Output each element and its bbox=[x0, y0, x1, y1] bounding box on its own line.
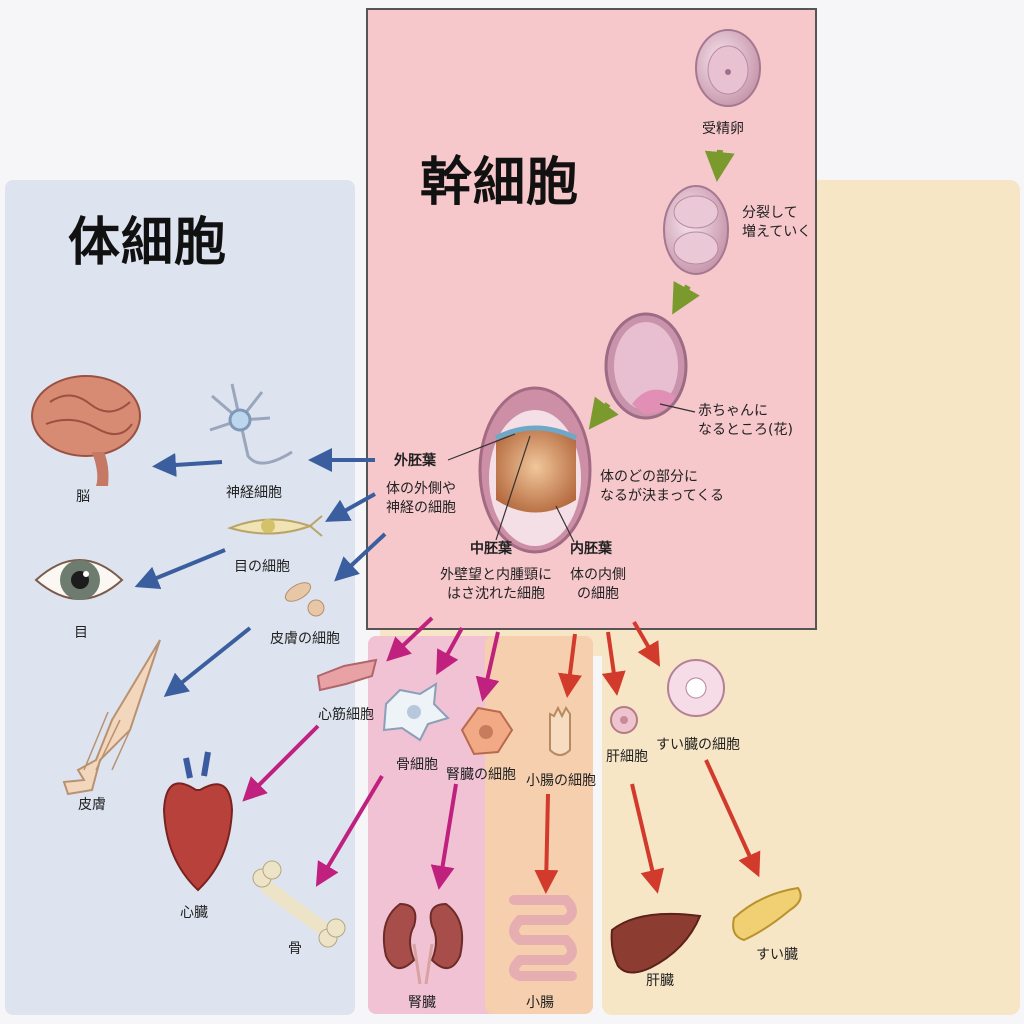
bone-cell-icon bbox=[382, 682, 450, 742]
skin-label: 皮膚 bbox=[78, 797, 106, 813]
fate-label-line-1: 体のどの部分に bbox=[600, 469, 698, 485]
arrow-ecto-eye bbox=[325, 492, 376, 522]
small-intestine-icon bbox=[509, 895, 577, 981]
fate-label: 体のどの部分に なるが決まってくる bbox=[600, 468, 724, 506]
stage-arrow-3 bbox=[588, 396, 619, 430]
heart-cell-label: 心筋細胞 bbox=[318, 707, 374, 723]
fate-label-line-2: なるが決まってくる bbox=[600, 487, 725, 504]
division-label-line-1: 分裂して bbox=[742, 205, 798, 221]
endoderm-desc-line-2: の細胞 bbox=[577, 585, 619, 602]
arrow-bonecell-bone bbox=[315, 774, 384, 887]
liver-cell-label: 肝細胞 bbox=[606, 749, 648, 765]
skin-cell-label: 皮膚の細胞 bbox=[270, 631, 340, 647]
skin-cell-icon bbox=[284, 582, 325, 617]
arrow-ecto-skin bbox=[334, 532, 387, 582]
endoderm-desc: 体の内側 の細胞 bbox=[570, 566, 626, 604]
bone-label: 骨 bbox=[288, 941, 302, 957]
heart-muscle-cell-icon bbox=[316, 658, 378, 692]
arrow-pancreascell-pancreas bbox=[704, 759, 761, 878]
endoderm-pointer bbox=[555, 505, 575, 543]
arrow-eyecell-eye bbox=[134, 548, 226, 590]
arrow-meso-bone bbox=[436, 627, 464, 676]
baby-label: 赤ちゃんに なるところ(花) bbox=[698, 402, 793, 440]
arrow-meso-kidney bbox=[475, 631, 500, 702]
endoderm-name: 内胚葉 bbox=[570, 541, 612, 557]
eye-label: 目 bbox=[74, 625, 88, 641]
ectoderm-name: 外胚葉 bbox=[394, 453, 436, 469]
pancreas-cell-label: すい臓の細胞 bbox=[656, 737, 740, 753]
arrow-meso-heart bbox=[386, 616, 434, 662]
heart-label: 心臓 bbox=[180, 905, 208, 921]
kidney-icon bbox=[382, 902, 464, 985]
zygote-label: 受精卵 bbox=[702, 121, 744, 137]
ectoderm-pointer bbox=[447, 433, 516, 461]
intestine-label: 小腸 bbox=[526, 995, 554, 1011]
arrow-endo-intestine bbox=[558, 633, 582, 698]
stem-cell-panel bbox=[366, 8, 817, 630]
mesoderm-name: 中胚葉 bbox=[470, 541, 512, 557]
kidney-cell-icon bbox=[460, 706, 514, 756]
two-cell-embryo-icon bbox=[663, 185, 729, 275]
nerve-cell-label: 神経細胞 bbox=[226, 485, 282, 501]
ectoderm-desc: 体の外側や 神経の細胞 bbox=[386, 480, 456, 518]
pancreas-icon bbox=[732, 886, 802, 942]
blastocyst-icon bbox=[604, 312, 688, 420]
bone-icon bbox=[252, 860, 346, 948]
somatic-cell-title: 体細胞 bbox=[68, 213, 228, 273]
eye-icon bbox=[34, 559, 124, 600]
stage-arrow-1 bbox=[704, 149, 735, 182]
arrow-endo-pancreas bbox=[632, 620, 661, 667]
ectoderm-desc-line-1: 体の外側や bbox=[386, 481, 456, 497]
kidney-cell-label: 腎臓の細胞 bbox=[446, 767, 516, 783]
baby-label-line-2: なるところ(花) bbox=[698, 421, 793, 438]
division-label: 分裂して 増えていく bbox=[742, 204, 811, 242]
arrow-endo-liver bbox=[601, 631, 626, 696]
eye-cell-icon bbox=[226, 515, 323, 537]
gastrula-icon bbox=[478, 386, 592, 554]
hand-icon bbox=[62, 639, 161, 796]
brain-label: 脳 bbox=[76, 489, 90, 505]
mesoderm-desc-line-1: 外壁望と内腫頸に bbox=[440, 567, 552, 583]
bone-cell-label: 骨細胞 bbox=[396, 757, 438, 773]
ectoderm-desc-line-2: 神経の細胞 bbox=[386, 499, 456, 516]
intestine-cell-label: 小腸の細胞 bbox=[526, 773, 596, 789]
mesoderm-pointer bbox=[495, 435, 531, 541]
liver-icon bbox=[610, 912, 702, 974]
stem-cell-title: 幹細胞 bbox=[420, 153, 580, 213]
heart-icon bbox=[162, 751, 234, 892]
arrow-intestinecell-intestine bbox=[534, 793, 559, 894]
baby-pointer bbox=[659, 403, 696, 413]
eye-cell-label: 目の細胞 bbox=[234, 559, 290, 575]
division-label-line-2: 増えていく bbox=[742, 223, 812, 240]
intestine-cell-icon bbox=[549, 705, 571, 756]
nerve-cell-icon bbox=[209, 383, 293, 465]
zygote-icon bbox=[695, 29, 761, 107]
liver-label: 肝臓 bbox=[646, 973, 674, 989]
mesoderm-desc: 外壁望と内腫頸に はさ沈れた細胞 bbox=[440, 566, 552, 604]
mesoderm-desc-line-2: はさ沈れた細胞 bbox=[447, 585, 545, 602]
brain-icon bbox=[31, 375, 141, 486]
arrow-livercell-liver bbox=[630, 783, 665, 894]
liver-cell-icon bbox=[610, 706, 638, 734]
stage-arrow-2 bbox=[672, 280, 700, 315]
arrow-skincell-skin bbox=[163, 626, 252, 697]
arrow-heartcell-heart bbox=[242, 724, 320, 802]
pancreas-cell-icon bbox=[667, 659, 725, 717]
kidney-label: 腎臓 bbox=[408, 995, 436, 1011]
arrow-kidneycell-kidney bbox=[430, 783, 458, 890]
pancreas-label: すい臓 bbox=[756, 947, 798, 963]
arrow-nerve-brain bbox=[152, 452, 223, 477]
endoderm-desc-line-1: 体の内側 bbox=[570, 567, 626, 583]
baby-label-line-1: 赤ちゃんに bbox=[698, 403, 768, 419]
